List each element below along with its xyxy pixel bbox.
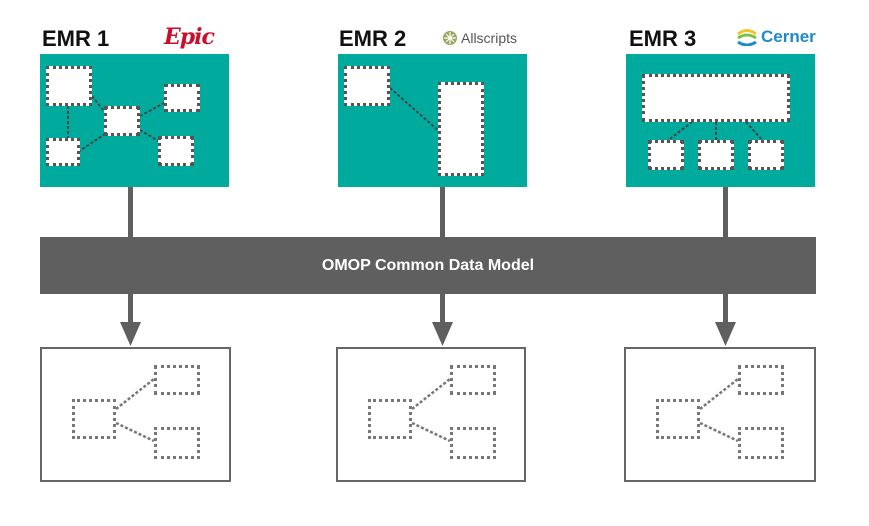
table-node xyxy=(158,136,194,166)
cerner-logo-text: Cerner xyxy=(761,27,816,46)
table-node xyxy=(104,106,140,136)
connector-line xyxy=(440,187,445,237)
arrow-down-icon xyxy=(432,294,453,346)
standardized-schema-1 xyxy=(40,347,231,482)
table-node xyxy=(738,427,784,459)
arrow-down-icon xyxy=(715,294,736,346)
emr-1-title: EMR 1 xyxy=(42,26,110,51)
emr-3-connectors xyxy=(665,121,765,143)
emr-2-connectors xyxy=(389,87,441,133)
table-node xyxy=(648,140,684,170)
schema-connectors xyxy=(115,378,155,443)
emr-2-schema xyxy=(338,54,527,187)
omop-cdm-bar: OMOP Common Data Model xyxy=(40,237,816,294)
cdm-label: OMOP Common Data Model xyxy=(321,256,535,274)
table-node xyxy=(154,427,200,459)
standardized-schema-2 xyxy=(336,347,526,482)
table-node xyxy=(72,399,116,439)
emr-1-schema xyxy=(40,54,229,187)
schema-connectors xyxy=(699,378,739,443)
table-node xyxy=(698,140,734,170)
table-node xyxy=(450,365,496,395)
cerner-logo: Cerner xyxy=(736,27,816,47)
table-node xyxy=(164,84,200,112)
cerner-logo-icon xyxy=(737,29,757,46)
schema-connectors xyxy=(411,378,451,443)
table-node xyxy=(154,365,200,395)
table-node xyxy=(46,66,92,106)
arrow-down-icon xyxy=(120,294,141,346)
connector-line xyxy=(723,187,728,237)
emr-3-title: EMR 3 xyxy=(629,26,697,51)
table-node xyxy=(656,399,700,439)
allscripts-logo-text: Allscripts xyxy=(461,30,518,46)
epic-logo: Epic xyxy=(164,24,215,50)
table-node xyxy=(748,140,784,170)
table-node xyxy=(46,138,80,166)
allscripts-logo-icon xyxy=(443,31,457,45)
table-node xyxy=(368,399,412,439)
table-node xyxy=(450,427,496,459)
table-node xyxy=(738,365,784,395)
table-node xyxy=(344,66,390,106)
table-node xyxy=(642,74,790,122)
table-node xyxy=(438,82,484,176)
connector-line xyxy=(128,187,133,237)
emr-2-title: EMR 2 xyxy=(339,26,407,51)
allscripts-logo: Allscripts xyxy=(442,30,517,46)
standardized-schema-3 xyxy=(624,347,816,482)
emr-3-schema xyxy=(626,54,815,187)
